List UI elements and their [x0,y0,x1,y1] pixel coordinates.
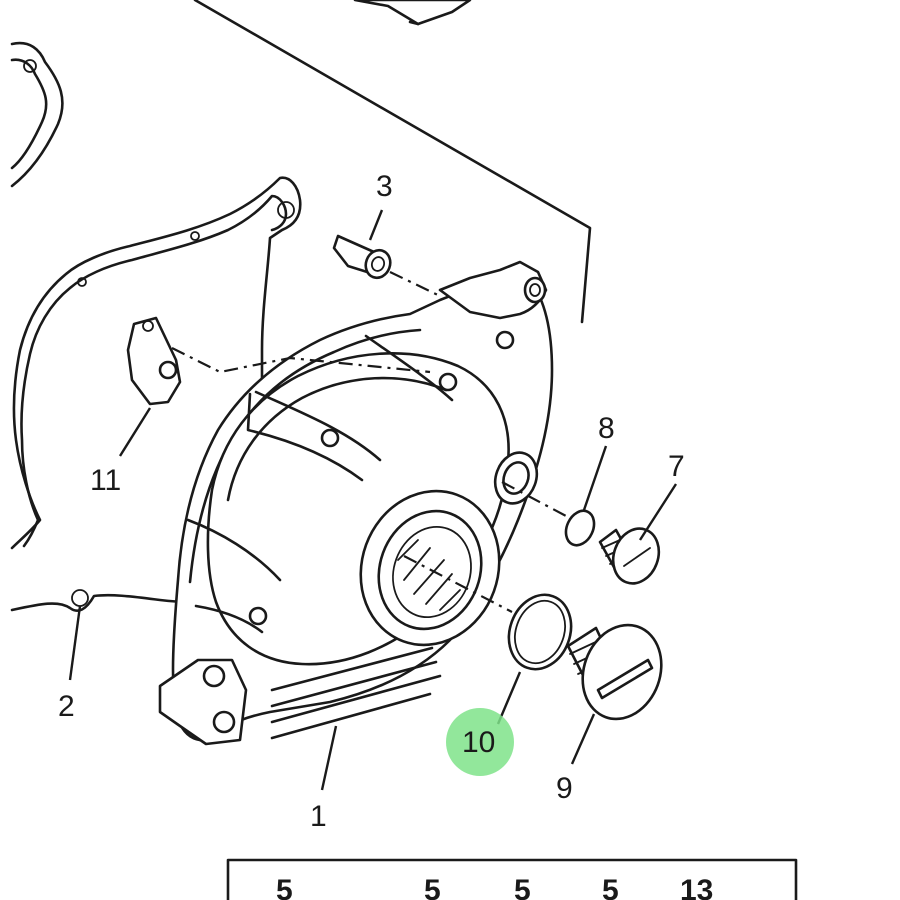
highlight-marker [446,708,514,776]
frame-outline [193,0,592,324]
plug-9 [566,623,663,721]
table-cell: 13 [680,874,713,900]
leader-3 [368,209,384,241]
callout-7: 7 [668,450,685,483]
gasket-2 [10,176,302,612]
table-cell: 5 [514,874,531,900]
axis-line-bore [403,555,513,613]
callout-3: 3 [376,170,393,203]
leader-9 [570,713,596,765]
bracket-11 [126,316,182,406]
table-cell: 5 [424,874,441,900]
callout-11: 11 [90,464,121,497]
dowel-pin-3 [332,234,392,280]
axis-line-dowel [389,271,441,297]
o-ring-8 [564,509,596,547]
axis-line-bracket [171,347,431,374]
callout-8: 8 [598,412,615,445]
table-cell: 5 [276,874,293,900]
leader-8 [582,445,608,511]
upper-housing-fragment [353,0,472,26]
leader-1 [320,725,338,791]
axis-line-plug [501,481,567,517]
leader-7 [638,483,678,541]
gasket-upper-left [10,41,64,188]
crankcase-cover-1 [158,260,554,746]
callout-1: 1 [310,800,327,833]
plug-7 [598,527,661,585]
o-ring-10 [507,593,573,671]
leader-10 [496,671,522,725]
leader-2 [68,605,82,681]
reference-table: 5 5 5 5 13 [226,858,798,900]
callout-9: 9 [556,772,573,805]
table-cell: 5 [602,874,619,900]
callout-10: 10 [462,726,495,759]
callout-2: 2 [58,690,75,723]
leader-11 [118,407,152,457]
